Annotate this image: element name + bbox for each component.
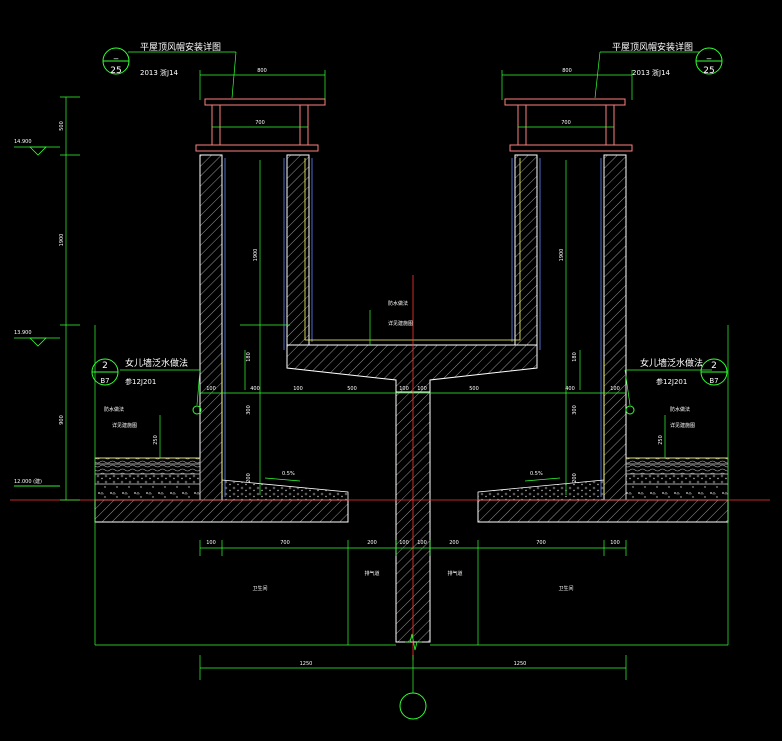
dim-200-right: 200 (572, 473, 578, 483)
dim-200-left: 200 (246, 473, 252, 483)
right-outer-shaft (514, 154, 627, 501)
dim-v3: 900 (59, 415, 65, 425)
label-slope-right: 0.5% (530, 471, 543, 477)
roof-slab-right (477, 499, 729, 523)
callout-right-top-title: 平屋顶风帽安装详图 (612, 41, 693, 53)
cap-left (195, 98, 326, 152)
label-room-left: 卫生间 (252, 585, 267, 592)
dim-v2: 1900 (59, 234, 65, 247)
dim-row-b-3: 100 (399, 540, 409, 546)
callout-right-parapet-num: 2 (711, 361, 717, 371)
dim-v1: 500 (59, 121, 65, 131)
dim-slab-right: 180 (572, 352, 578, 362)
inner-faces (224, 158, 602, 497)
dim-shaft-left: 1900 (253, 249, 259, 262)
dim-row-a-0: 100 (206, 386, 216, 392)
callout-left-top-title: 平屋顶风帽安装详图 (140, 41, 221, 53)
dim-row-b-2: 200 (367, 540, 377, 546)
dim-cap-left: 800 (257, 68, 267, 74)
roof-slab-left (94, 499, 349, 523)
dim-row-a-1: 400 (250, 386, 260, 392)
dim-row-b: 100 700 200 100 100 200 700 100 (206, 540, 620, 546)
label-shaft-left: 排气道 (364, 570, 379, 577)
label-waterproof-left-sub: 详见建施图 (112, 422, 137, 429)
callout-right-parapet-ref: 参12J201 (656, 377, 687, 386)
callout-right-parapet-sheet: B7 (709, 377, 718, 385)
finish-lines (221, 158, 605, 495)
left-outer-shaft (199, 154, 310, 501)
dim-row-b-0: 100 (206, 540, 216, 546)
break-symbol (405, 633, 422, 651)
dim-total-right: 1250 (514, 661, 527, 667)
dim-row-a-6: 500 (469, 386, 479, 392)
cap-right (504, 98, 633, 152)
elevation-bottom: 12.000 (建) (14, 478, 42, 485)
dim-300-right: 300 (572, 405, 578, 415)
dim-300-left: 300 (246, 405, 252, 415)
dim-row-b-4: 100 (417, 540, 427, 546)
dimension-lines (14, 51, 729, 693)
callout-left-parapet-sheet: B7 (100, 377, 109, 385)
dim-row-b-1: 700 (280, 540, 290, 546)
label-room-right: 卫生间 (558, 585, 573, 592)
callout-left-parapet-num: 2 (102, 361, 108, 371)
dim-inner-left: 700 (255, 120, 265, 126)
dim-row-b-5: 200 (449, 540, 459, 546)
label-waterproof-right: 防水做法 (670, 406, 690, 413)
dim-row-a-3: 500 (347, 386, 357, 392)
roof-layers-left (94, 457, 201, 501)
roof-layers-right (625, 457, 729, 501)
u-bottom-slab (286, 344, 538, 393)
label-waterproof-left: 防水做法 (104, 406, 124, 413)
dim-row-b-7: 100 (610, 540, 620, 546)
dim-shaft-right: 1900 (559, 249, 565, 262)
callout-right-top-ref: 2013 浙J14 (632, 68, 671, 77)
dim-row-a-4: 100 (399, 386, 409, 392)
dim-total-left: 1250 (300, 661, 313, 667)
dim-row-a: 100 400 100 500 100 100 500 400 100 (206, 386, 620, 392)
callout-right-top-sheet: 25 (703, 66, 714, 76)
screed-left (221, 479, 349, 501)
dim-inner-right: 700 (561, 120, 571, 126)
label-slope-left: 0.5% (282, 471, 295, 477)
dim-250-right: 250 (658, 435, 664, 445)
dim-row-a-5: 100 (417, 386, 427, 392)
callout-right-parapet-title: 女儿墙泛水做法 (640, 357, 703, 369)
label-waterproof-center: 防水做法 (388, 300, 408, 307)
label-waterproof-center-sub: 详见建施图 (388, 320, 413, 327)
callout-left-parapet-title: 女儿墙泛水做法 (125, 357, 188, 369)
label-shaft-right: 排气道 (447, 570, 462, 577)
label-waterproof-right-sub: 详见建施图 (670, 422, 695, 429)
dim-cap-right: 800 (562, 68, 572, 74)
callout-left-top-ref: 2013 浙J14 (140, 68, 179, 77)
callout-left-top-num: _ (113, 50, 119, 60)
callout-left-top-sheet: 25 (110, 66, 121, 76)
dim-250-left: 250 (153, 435, 159, 445)
elevation-middle: 13.900 (14, 330, 32, 336)
dim-row-a-8: 100 (610, 386, 620, 392)
elevation-top: 14.900 (14, 139, 32, 145)
callout-left-parapet-ref: 参12J201 (125, 377, 156, 386)
dim-slab-left: 180 (246, 352, 252, 362)
dim-row-a-2: 100 (293, 386, 303, 392)
level-markers (14, 146, 60, 487)
callout-circles (91, 47, 728, 720)
callout-right-top-num: _ (706, 50, 712, 60)
dim-row-a-7: 400 (565, 386, 575, 392)
dim-row-b-6: 700 (536, 540, 546, 546)
screed-right (477, 479, 605, 501)
